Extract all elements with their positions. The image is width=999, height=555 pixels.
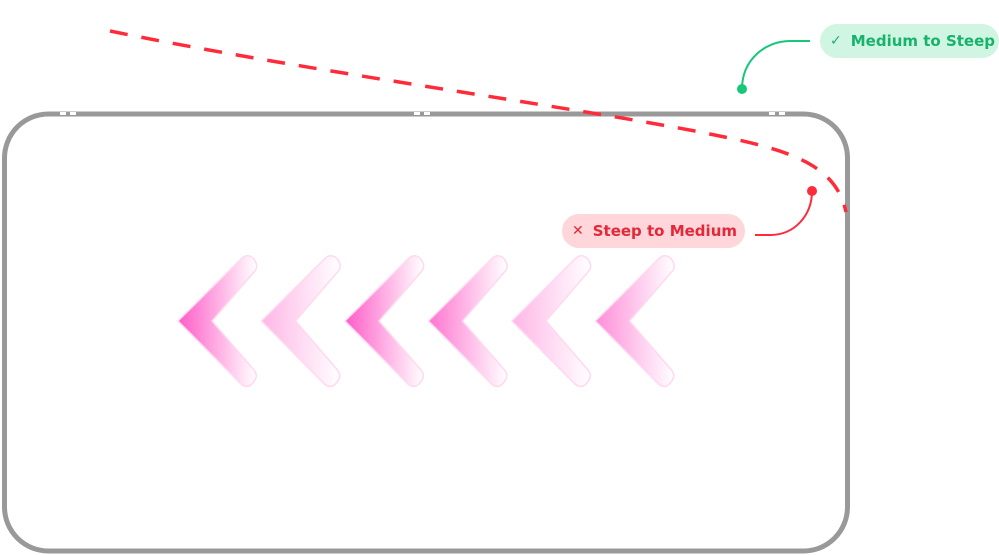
dashed-curve bbox=[109, 29, 848, 213]
bad-connector bbox=[755, 190, 813, 236]
chevron-left-icon bbox=[177, 255, 258, 388]
chevron-row bbox=[177, 255, 675, 388]
bad-point-dot bbox=[807, 186, 817, 196]
chevron-left-icon bbox=[511, 255, 592, 388]
good-point-dot bbox=[737, 84, 747, 94]
label-medium-to-steep: ✓ Medium to Steep bbox=[820, 24, 999, 58]
chevron-left-icon bbox=[344, 255, 425, 388]
rounded-frame bbox=[2, 111, 850, 554]
good-connector bbox=[741, 40, 810, 90]
check-icon: ✓ bbox=[830, 33, 842, 49]
chevron-left-icon bbox=[260, 255, 341, 388]
chevron-left-icon bbox=[594, 255, 675, 388]
label-text: Medium to Steep bbox=[850, 32, 995, 50]
label-steep-to-medium: ✕ Steep to Medium bbox=[562, 214, 745, 248]
frame-handle-marks bbox=[60, 112, 785, 115]
label-text: Steep to Medium bbox=[592, 222, 737, 240]
chevron-left-icon bbox=[427, 255, 508, 388]
cross-icon: ✕ bbox=[572, 223, 584, 239]
